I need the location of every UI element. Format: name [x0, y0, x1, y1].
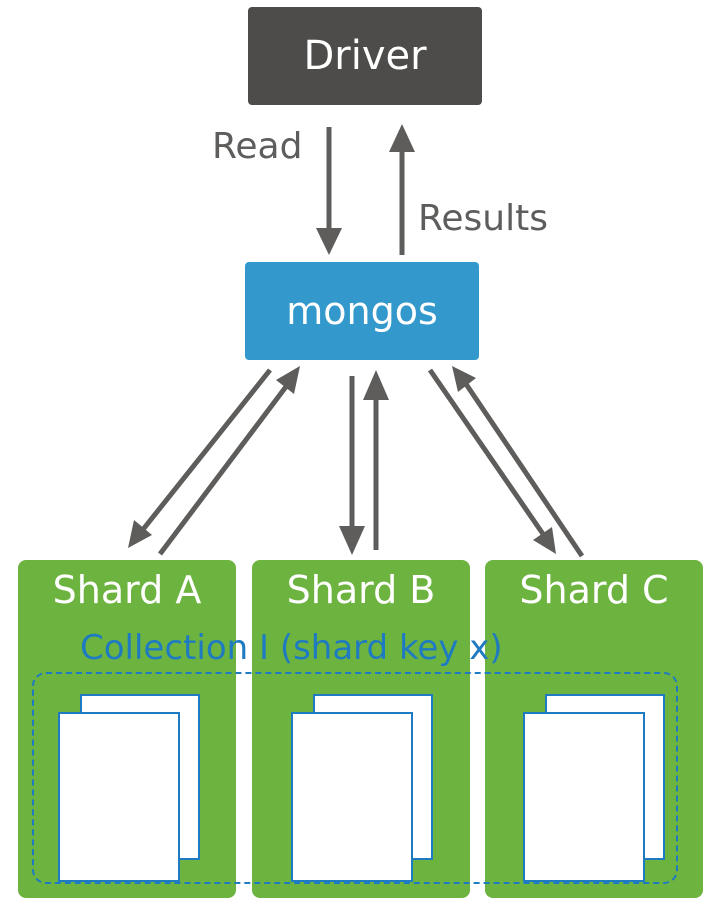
- document-icon: [58, 712, 180, 882]
- collection-label: Collection I (shard key x): [80, 628, 503, 668]
- read-arrowhead: [316, 228, 342, 255]
- mongos-to-shard-c-arrowhead: [533, 527, 556, 554]
- driver-box: Driver: [248, 7, 482, 105]
- mongos-to-shard-a-arrowhead: [128, 520, 152, 548]
- results-arrowhead: [389, 124, 415, 152]
- document-icon: [291, 712, 413, 882]
- shard-a-to-mongos-arrowhead: [276, 366, 300, 394]
- driver-label: Driver: [303, 33, 427, 79]
- read-label: Read: [212, 126, 303, 167]
- shard-a-label: Shard A: [52, 568, 202, 612]
- shard-c-label: Shard C: [519, 568, 669, 612]
- results-label: Results: [418, 198, 548, 239]
- collection-outline: [32, 672, 678, 884]
- shard-a-to-mongos-arrow: [158, 382, 290, 556]
- document-icon: [523, 712, 645, 882]
- mongos-to-shard-b-arrowhead: [339, 526, 365, 555]
- mongos-to-shard-a-arrow: [139, 368, 272, 534]
- mongos-to-shard-c-arrow: [427, 368, 546, 536]
- shard-c-to-mongos-arrow: [463, 382, 585, 558]
- mongos-box: mongos: [245, 262, 479, 360]
- shard-c-to-mongos-arrowhead: [452, 366, 476, 392]
- shard-b-to-mongos-arrowhead: [363, 370, 389, 400]
- shard-b-label: Shard B: [286, 568, 436, 612]
- mongos-label: mongos: [286, 289, 438, 333]
